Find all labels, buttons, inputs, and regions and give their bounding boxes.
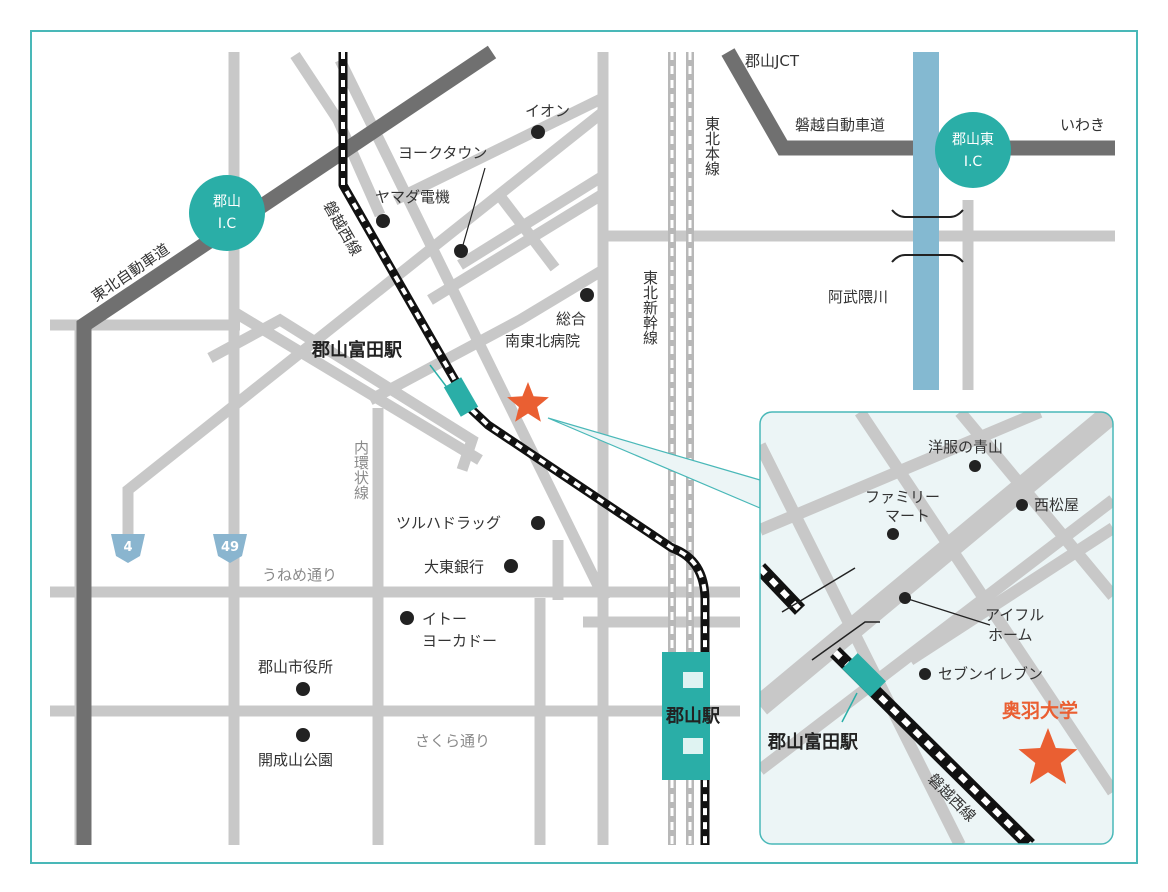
route-49-shield: 49 xyxy=(213,534,247,563)
svg-text:49: 49 xyxy=(221,540,239,555)
svg-text:4: 4 xyxy=(123,540,132,555)
bridge-marks xyxy=(891,209,964,263)
svg-text:ヨークタウン: ヨークタウン xyxy=(398,144,487,162)
inset-university-label: 奥羽大学 xyxy=(1002,699,1078,722)
banetsu-expressway-label: 磐越自動車道 xyxy=(795,116,885,134)
inset-aiful: アイフル ホーム xyxy=(899,592,1044,644)
svg-text:セブンイレブン: セブンイレブン xyxy=(938,665,1043,683)
banetsu-west-line xyxy=(338,52,710,845)
svg-text:I.C: I.C xyxy=(218,216,237,232)
university-star-inset xyxy=(1018,728,1078,784)
svg-text:郡山東: 郡山東 xyxy=(952,132,994,148)
inset-seven: セブンイレブン xyxy=(919,665,1043,683)
koriyama-station-marker xyxy=(662,652,710,780)
svg-text:ホーム: ホーム xyxy=(988,626,1033,644)
tomita-station-label: 郡山富田駅 xyxy=(311,339,403,361)
koriyama-ic: 郡山 I.C xyxy=(189,175,265,251)
svg-text:郡山: 郡山 xyxy=(213,194,241,210)
svg-text:開成山公園: 開成山公園 xyxy=(258,751,333,769)
inset-familymart: ファミリー マート xyxy=(865,488,940,540)
uneme-label: うねめ通り xyxy=(262,566,337,584)
inset-map: 洋服の青山 西松屋 ファミリー マート アイフル ホーム セブンイレブン 奥羽大… xyxy=(759,411,1114,845)
svg-text:総合: 総合 xyxy=(556,310,586,328)
svg-text:イオン: イオン xyxy=(525,102,570,120)
svg-text:西松屋: 西松屋 xyxy=(1034,496,1079,514)
sakura-label: さくら通り xyxy=(415,732,490,750)
map-frame xyxy=(30,30,1138,864)
landmark-city-hall: 郡山市役所 xyxy=(258,658,333,696)
university-star-main xyxy=(507,382,549,422)
inset-callout xyxy=(547,417,761,509)
landmark-kaiseizan: 開成山公園 xyxy=(258,728,333,769)
tohoku-main-label: 東北本線 xyxy=(703,116,721,176)
svg-text:ファミリー: ファミリー xyxy=(865,488,940,506)
landmark-daito: 大東銀行 xyxy=(424,558,518,576)
svg-text:イトー: イトー xyxy=(422,610,467,628)
tohoku-shinkansen-label: 東北新幹線 xyxy=(641,270,659,345)
svg-text:I.C: I.C xyxy=(964,154,983,170)
inset-station-label: 郡山富田駅 xyxy=(767,731,859,753)
landmark-yorktown: ヨークタウン xyxy=(398,144,487,258)
svg-text:洋服の青山: 洋服の青山 xyxy=(928,438,1003,456)
jct-label: 郡山JCT xyxy=(745,52,800,70)
tomita-station-marker xyxy=(429,364,479,417)
abukuma-river xyxy=(913,52,939,390)
abukuma-label: 阿武隈川 xyxy=(828,288,888,306)
iwaki-label: いわき xyxy=(1060,116,1105,134)
landmark-hospital: 総合 南東北病院 xyxy=(505,288,594,350)
svg-text:ツルハドラッグ: ツルハドラッグ xyxy=(396,514,501,532)
landmark-yamada: ヤマダ電機 xyxy=(375,188,450,228)
landmark-ito: イトー ヨーカドー xyxy=(400,610,497,650)
svg-text:南東北病院: 南東北病院 xyxy=(505,332,580,350)
svg-text:大東銀行: 大東銀行 xyxy=(424,558,484,576)
svg-text:郡山市役所: 郡山市役所 xyxy=(258,658,333,676)
landmark-tsuruha: ツルハドラッグ xyxy=(396,514,545,532)
naikan-label: 内環状線 xyxy=(352,440,370,500)
svg-text:ヨーカドー: ヨーカドー xyxy=(422,632,497,650)
inset-aoyama: 洋服の青山 xyxy=(928,438,1003,472)
svg-text:マート: マート xyxy=(885,507,930,525)
koriyama-higashi-ic: 郡山東 I.C xyxy=(935,112,1011,188)
route-4-shield: 4 xyxy=(111,534,145,563)
svg-text:アイフル: アイフル xyxy=(985,606,1044,624)
koriyama-station-label: 郡山駅 xyxy=(665,706,721,727)
inset-nishimatsuya: 西松屋 xyxy=(1016,496,1079,514)
landmark-aeon: イオン xyxy=(525,102,570,139)
svg-text:ヤマダ電機: ヤマダ電機 xyxy=(375,188,450,206)
